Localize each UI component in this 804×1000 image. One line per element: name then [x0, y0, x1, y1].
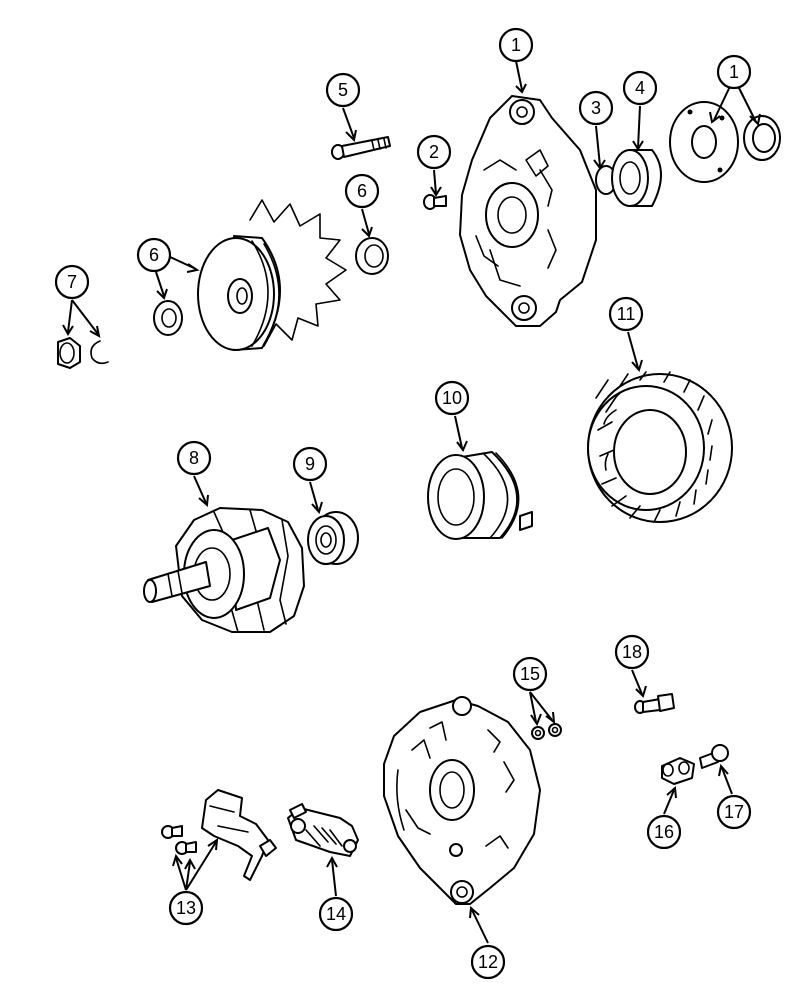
terminal-insulator	[661, 757, 695, 785]
callout-17: 17	[716, 794, 752, 830]
screw-13-lower	[175, 841, 197, 855]
callout-12: 12	[470, 944, 506, 980]
callout-8: 8	[176, 440, 212, 476]
callout-label: 6	[357, 181, 367, 201]
through-bolt	[331, 136, 391, 160]
callout-7: 7	[54, 264, 90, 300]
callout-13: 13	[168, 890, 204, 926]
callout-label: 17	[724, 802, 744, 822]
nut-15a	[531, 726, 545, 740]
spacer-6-right	[355, 237, 389, 275]
spring-washer	[90, 340, 109, 365]
callout-4: 4	[622, 70, 658, 106]
callout-5: 5	[325, 72, 361, 108]
spacer-6-left	[153, 300, 183, 336]
drive-end-frame	[459, 95, 597, 327]
screw-17	[699, 744, 729, 769]
brush-holder	[201, 789, 277, 881]
callout-10: 10	[434, 380, 470, 416]
callout-2: 2	[416, 134, 452, 170]
callout-14: 14	[318, 896, 354, 932]
pulley-nut	[57, 337, 81, 369]
oil-seal	[743, 115, 781, 161]
callout-1-plate: 1	[716, 54, 752, 90]
callout-label: 7	[67, 272, 77, 292]
callout-label: 18	[622, 642, 642, 662]
bearing-cover	[427, 451, 533, 540]
callout-label: 3	[591, 98, 601, 118]
screw-2	[423, 194, 447, 210]
callout-label: 2	[429, 142, 439, 162]
callout-label: 9	[305, 454, 315, 474]
rectifier	[287, 803, 359, 857]
callout-label: 5	[338, 80, 348, 100]
callout-label: 13	[176, 898, 196, 918]
callout-label: 15	[520, 664, 540, 684]
callout-6-right: 6	[344, 173, 380, 209]
callout-label: 6	[149, 245, 159, 265]
callout-label: 12	[478, 952, 498, 972]
bolt-18	[634, 693, 675, 714]
retainer-plate	[669, 101, 739, 183]
callout-6-left: 6	[136, 237, 172, 273]
callout-label: 14	[326, 904, 346, 924]
screw-13-upper	[161, 825, 183, 839]
bearing-9	[307, 511, 359, 565]
callout-11: 11	[608, 296, 644, 332]
pulley-fan	[197, 199, 347, 351]
callout-label: 1	[511, 35, 521, 55]
callout-1-housing: 1	[498, 27, 534, 63]
callout-label: 10	[442, 388, 462, 408]
callout-3: 3	[578, 90, 614, 126]
callout-label: 1	[729, 62, 739, 82]
callout-label: 11	[617, 304, 636, 324]
stator	[587, 371, 733, 523]
rear-end-frame	[383, 696, 541, 905]
callout-label: 4	[635, 78, 645, 98]
callout-18: 18	[614, 634, 650, 670]
rotor	[143, 507, 305, 633]
bearing-4	[611, 149, 662, 207]
callout-15: 15	[512, 656, 548, 692]
callout-9: 9	[292, 446, 328, 482]
nut-15b	[548, 723, 562, 737]
callout-label: 8	[189, 448, 199, 468]
callout-label: 16	[654, 822, 674, 842]
callout-16: 16	[646, 814, 682, 850]
